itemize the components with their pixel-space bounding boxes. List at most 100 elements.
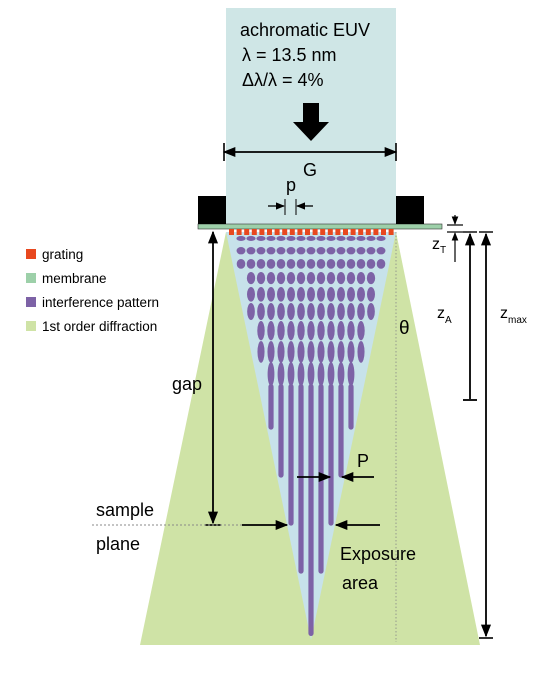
theta-label: θ (399, 318, 410, 339)
interference-fringe (317, 287, 325, 302)
interference-fringe (296, 259, 306, 269)
interference-fringe (256, 272, 266, 285)
interference-fringe (286, 272, 296, 285)
beam-arrow-icon (293, 103, 329, 141)
interference-fringe (277, 287, 285, 302)
interference-fringe (308, 384, 314, 636)
interference-fringe (338, 384, 344, 478)
membrane (197, 223, 443, 230)
interference-fringe (296, 272, 306, 285)
interference-fringe (357, 287, 365, 302)
interference-fringe (306, 247, 316, 255)
grating-element (229, 229, 234, 235)
interference-fringe (256, 236, 266, 241)
interference-fringe (337, 341, 345, 363)
zmax-label-main: z (500, 305, 508, 322)
interference-fringe (347, 362, 355, 387)
interference-fringe (256, 247, 266, 255)
grating-element (251, 229, 257, 235)
interference-fringe (257, 287, 265, 302)
grating-element (365, 229, 371, 235)
interference-fringe (357, 321, 365, 341)
zmax-label-sub: max (508, 315, 527, 326)
interference-fringe (376, 247, 386, 255)
interference-fringe (318, 384, 324, 574)
interference-fringe (257, 341, 265, 363)
interference-fringe (276, 236, 286, 241)
interference-fringe (266, 272, 276, 285)
interference-fringe (327, 321, 335, 341)
interference-fringe (236, 247, 246, 255)
grating-element (373, 229, 379, 235)
interference-fringe (267, 341, 275, 363)
interference-fringe (297, 362, 305, 387)
interference-fringe (277, 303, 285, 320)
legend-swatch-membrane (26, 273, 36, 283)
interference-fringe (306, 236, 316, 241)
beam-wavelength: λ = 13.5 nm (242, 45, 337, 65)
interference-fringe (236, 236, 246, 241)
exposure-label: Exposure (340, 544, 416, 564)
interference-fringe (267, 303, 275, 320)
interference-fringe (296, 247, 306, 255)
zt-label-sub: T (440, 245, 446, 256)
grating-element (282, 229, 288, 235)
interference-fringe (337, 303, 345, 320)
interference-fringe (336, 247, 346, 255)
interference-fringe (376, 259, 386, 269)
grating-element (274, 229, 280, 235)
interference-fringe (306, 272, 316, 285)
interference-fringe (257, 321, 265, 341)
interference-fringe (326, 272, 336, 285)
interference-fringe (327, 341, 335, 363)
frame-left (198, 196, 226, 224)
grating-element (312, 229, 318, 235)
interference-fringe (316, 247, 326, 255)
grating-element (244, 229, 250, 235)
interference-pattern (236, 236, 386, 636)
interference-fringe (366, 236, 376, 241)
interference-fringe (246, 272, 256, 285)
grating-element (259, 229, 265, 235)
interference-fringe (246, 236, 256, 241)
interference-fringe (286, 259, 296, 269)
interference-fringe (376, 236, 386, 241)
interference-fringe (246, 247, 256, 255)
interference-fringe (346, 259, 356, 269)
grating-element (327, 229, 333, 235)
interference-fringe (337, 287, 345, 302)
interference-fringe (307, 362, 315, 387)
interference-fringe (316, 272, 326, 285)
interference-fringe (357, 341, 365, 363)
grating-element (236, 229, 242, 235)
za-label-main: z (437, 305, 445, 322)
area-label: area (342, 573, 379, 593)
interference-fringe (317, 321, 325, 341)
interference-fringe (268, 384, 274, 430)
interference-fringe (316, 259, 326, 269)
beam-title: achromatic EUV (240, 20, 370, 40)
interference-fringe (346, 236, 356, 241)
legend-swatch-diffraction (26, 321, 36, 331)
interference-fringe (287, 303, 295, 320)
za-label-sub: A (445, 315, 452, 326)
interference-fringe (307, 287, 315, 302)
grating-element (358, 229, 364, 235)
interference-fringe (327, 362, 335, 387)
interference-fringe (267, 321, 275, 341)
interference-fringe (236, 259, 246, 269)
interference-fringe (347, 341, 355, 363)
interference-fringe (247, 287, 255, 302)
interference-fringe (346, 247, 356, 255)
interference-fringe (247, 303, 255, 320)
interference-fringe (288, 384, 294, 526)
interference-fringe (286, 247, 296, 255)
interference-fringe (307, 341, 315, 363)
interference-fringe (316, 236, 326, 241)
interference-fringe (366, 272, 376, 285)
zt-label: zT (432, 236, 446, 256)
interference-fringe (326, 259, 336, 269)
interference-fringe (356, 259, 366, 269)
interference-fringe (286, 236, 296, 241)
